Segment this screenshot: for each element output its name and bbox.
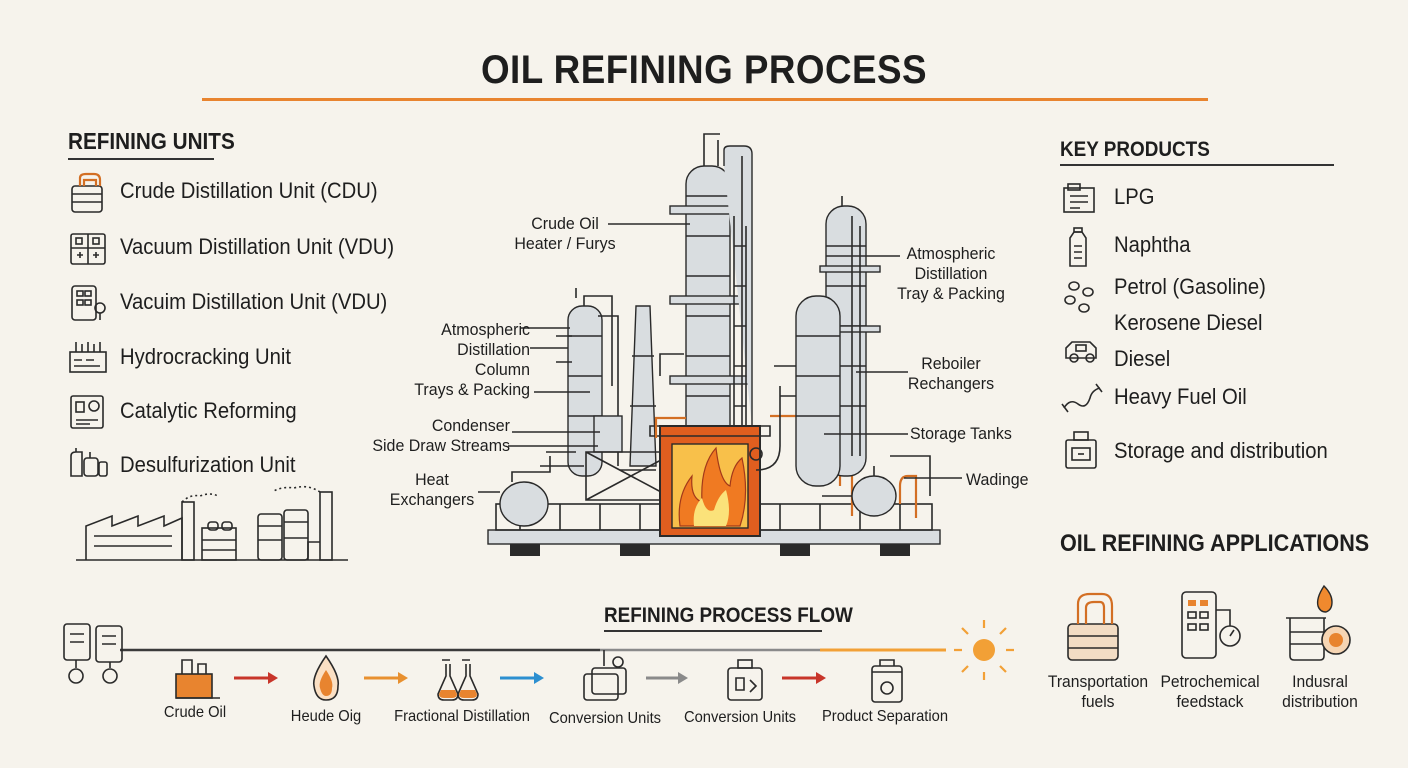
control-panel-icon <box>70 233 106 265</box>
flow-arrow-4 <box>646 672 688 684</box>
flow-step-label: Heude Oig <box>290 708 362 725</box>
callout-storage-tanks: Storage Tanks <box>910 424 1012 443</box>
distillation-unit-icon <box>71 172 103 213</box>
callout-reboiler: Reboiler Rechangers <box>907 354 995 393</box>
application-label: Transportation fuels <box>1047 672 1149 711</box>
product-label: Petrol (Gasoline) <box>1114 274 1266 299</box>
unit-label: Hydrocracking Unit <box>120 344 291 369</box>
diesel-truck-icon <box>1065 341 1097 363</box>
key-products-heading: KEY PRODUCTS <box>1060 138 1210 161</box>
title-divider <box>202 98 1208 101</box>
process-flow-rule <box>604 630 822 632</box>
flow-step-label: Crude Oil <box>163 704 227 721</box>
unit-label: Catalytic Reforming <box>120 398 297 423</box>
product-item <box>1060 278 1100 323</box>
fuel-hose-icon <box>1061 383 1103 413</box>
product-item <box>1060 380 1104 421</box>
unit-label: Vacuum Distillation Unit (VDU) <box>120 234 395 259</box>
flow-step-label: Fractional Distillation <box>394 708 530 725</box>
desulfurizer-icon <box>70 448 108 477</box>
naphtha-icon <box>1069 227 1087 267</box>
callout-atmospheric-column: Atmospheric Distillation Column Trays & … <box>414 320 530 399</box>
callout-wadinge: Wadinge <box>966 470 1029 489</box>
page-title: OIL REFINING PROCESS <box>480 48 928 92</box>
pump-unit-icon <box>71 285 106 321</box>
flame-drop-icon <box>312 654 340 701</box>
flow-arrow-5 <box>782 672 826 684</box>
reactor-icon <box>727 659 763 701</box>
product-label: Kerosene Diesel <box>1114 310 1263 335</box>
product-label: Heavy Fuel Oil <box>1114 384 1247 409</box>
flow-source-icon <box>63 623 123 684</box>
refining-units-rule <box>68 158 214 160</box>
application-item <box>1282 582 1358 671</box>
industrial-icon <box>1286 584 1351 661</box>
unit-label: Desulfurization Unit <box>120 452 296 477</box>
conversion-icon <box>583 650 627 701</box>
hydrocracker-icon <box>69 342 107 373</box>
product-item <box>1060 180 1100 221</box>
unit-label: Crude Distillation Unit (CDU) <box>120 178 378 203</box>
callout-crude-heater: Crude Oil Heater / Furys <box>514 214 616 253</box>
key-products-rule <box>1060 164 1334 166</box>
process-flow-diagram <box>63 620 1014 703</box>
flow-step-label: Conversion Units <box>683 709 797 726</box>
callout-atmospheric-tray: Atmospheric Distillation Tray & Packing <box>897 244 1005 303</box>
process-flow-heading: REFINING PROCESS FLOW <box>604 604 853 627</box>
flow-step-label: Product Separation <box>821 708 949 725</box>
flow-step-label: Conversion Units <box>548 710 662 727</box>
unit-item <box>68 390 110 437</box>
reformer-icon <box>70 395 104 429</box>
petrochemical-icon <box>1181 591 1241 659</box>
unit-item <box>68 228 108 273</box>
refining-units-heading: REFINING UNITS <box>68 128 235 154</box>
product-label: LPG <box>1114 184 1155 209</box>
product-item <box>1062 428 1102 477</box>
unit-label: Vacuim Distillation Unit (VDU) <box>120 289 388 314</box>
product-label: Storage and distribution <box>1114 438 1328 463</box>
flask-icon <box>437 659 479 701</box>
lpg-icon <box>1063 183 1095 213</box>
unit-item <box>68 282 108 329</box>
product-label: Diesel <box>1114 346 1171 371</box>
petrol-icon <box>1064 281 1094 313</box>
unit-item <box>68 172 108 221</box>
refinery-illustration <box>487 133 941 556</box>
product-label: Naphtha <box>1114 232 1191 257</box>
refinery-skyline-illustration <box>76 485 348 561</box>
applications-heading: OIL REFINING APPLICATIONS <box>1060 530 1370 557</box>
unit-item <box>68 338 110 381</box>
storage-icon <box>1065 431 1097 469</box>
transport-fuel-icon <box>1067 592 1119 661</box>
product-item <box>1062 336 1102 371</box>
product-item <box>1060 226 1100 275</box>
application-label: Petrochemical feedstack <box>1160 672 1260 711</box>
callout-condenser: Condenser Side Draw Streams <box>372 416 510 455</box>
sun-icon <box>954 620 1014 680</box>
flow-arrow-1 <box>234 672 278 684</box>
crude-oil-icon <box>175 659 220 699</box>
flow-arrow-2 <box>364 672 408 684</box>
application-item <box>1062 584 1132 669</box>
flow-arrow-3 <box>500 672 544 684</box>
application-item <box>1176 586 1252 671</box>
callout-heat-exchangers: Heat Exchangers <box>389 470 475 509</box>
application-label: Indusral distribution <box>1282 672 1358 711</box>
unit-item <box>68 446 110 485</box>
separator-icon <box>871 659 903 703</box>
